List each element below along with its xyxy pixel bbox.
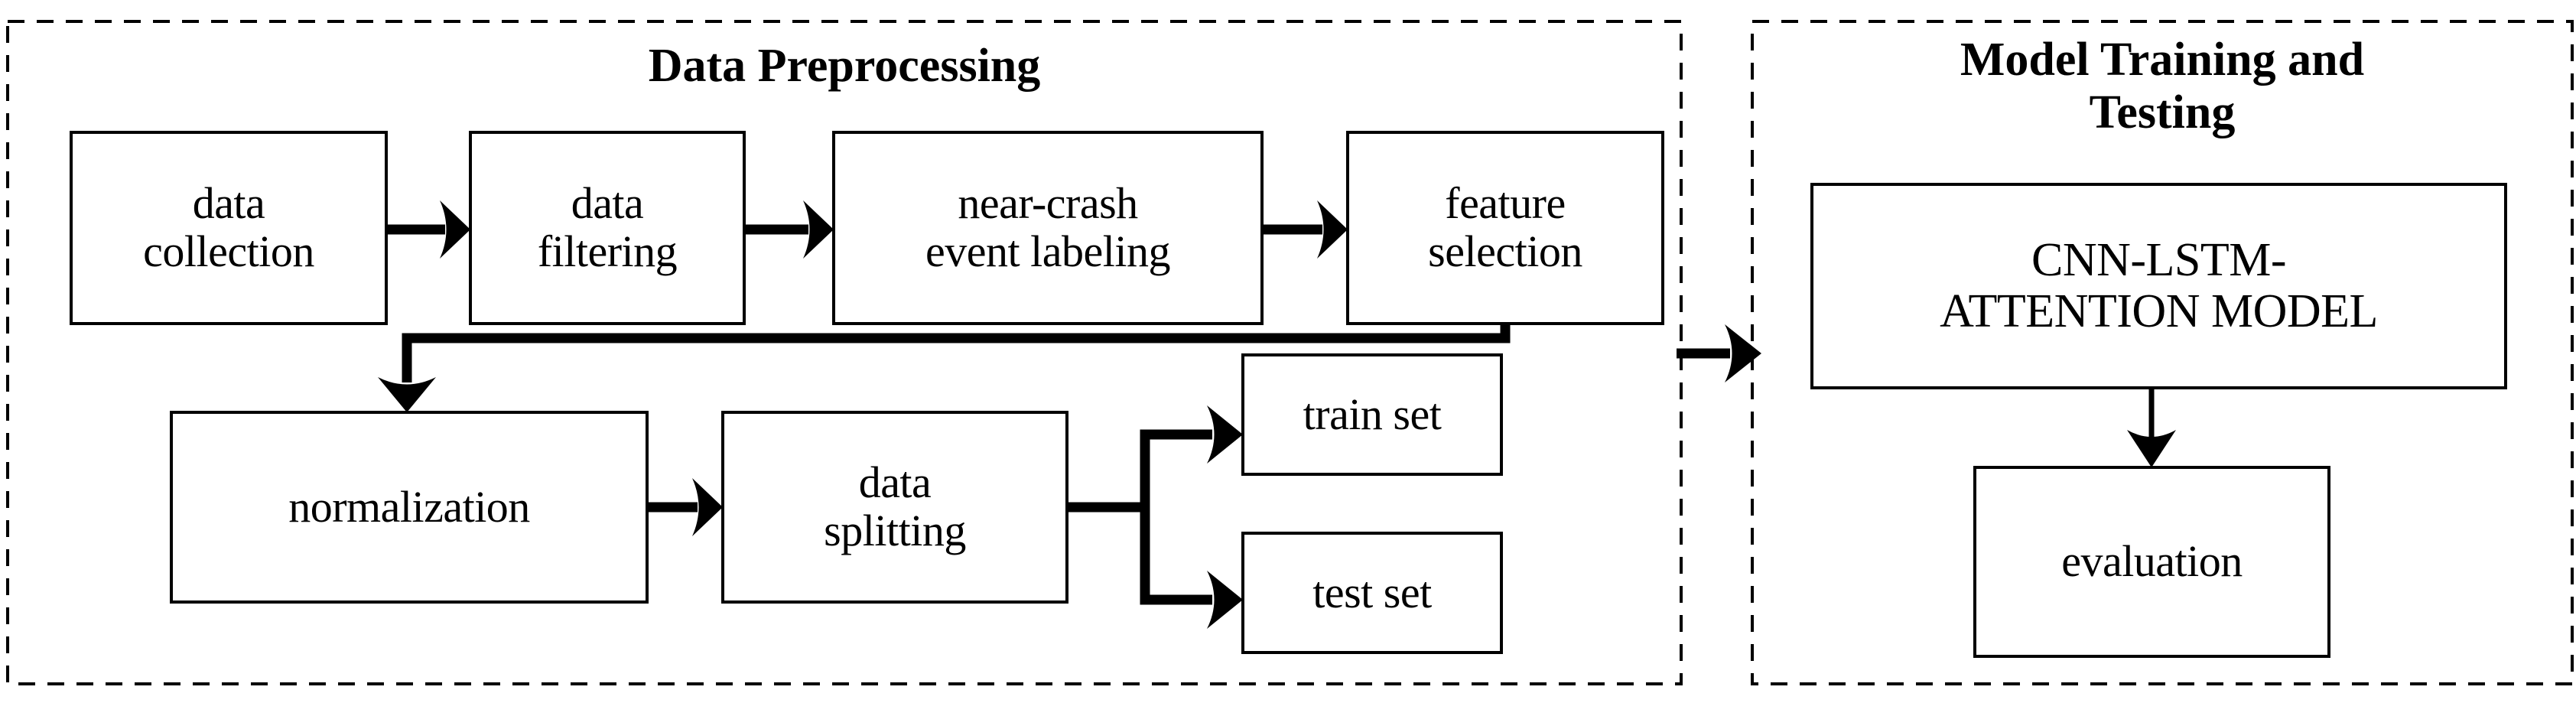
node-near-crash-event-labeling[interactable] bbox=[832, 131, 1264, 325]
edge-model-to-evaluation bbox=[2127, 388, 2176, 467]
panel-title-data-preprocessing: Data Preprocessing bbox=[648, 40, 1041, 92]
edge-splitting-to-train bbox=[1067, 405, 1243, 513]
node-normalization[interactable] bbox=[170, 411, 649, 604]
panel-data-preprocessing bbox=[6, 20, 1683, 685]
node-test-set[interactable] bbox=[1241, 532, 1503, 654]
edge-splitting-to-test bbox=[1140, 507, 1243, 629]
edge-preprocessing-to-model bbox=[1677, 324, 1761, 382]
edge-filtering-to-labeling bbox=[744, 200, 834, 259]
edge-collection-to-filtering bbox=[386, 200, 470, 259]
node-feature-selection[interactable] bbox=[1346, 131, 1664, 325]
edge-normalization-to-splitting bbox=[647, 478, 723, 536]
edge-labeling-to-feature bbox=[1262, 200, 1348, 259]
node-data-collection[interactable] bbox=[70, 131, 388, 325]
node-evaluation[interactable] bbox=[1973, 466, 2330, 658]
panel-model-training-and-testing bbox=[1751, 20, 2574, 685]
edge-feature-to-normalization bbox=[378, 324, 1511, 412]
node-cnn-lstm-attention-model[interactable] bbox=[1810, 183, 2507, 389]
node-data-splitting[interactable] bbox=[721, 411, 1068, 604]
panel-title-model-training-and-testing: Model Training and Testing bbox=[1960, 34, 2365, 139]
node-train-set[interactable] bbox=[1241, 353, 1503, 476]
node-data-filtering[interactable] bbox=[469, 131, 746, 325]
